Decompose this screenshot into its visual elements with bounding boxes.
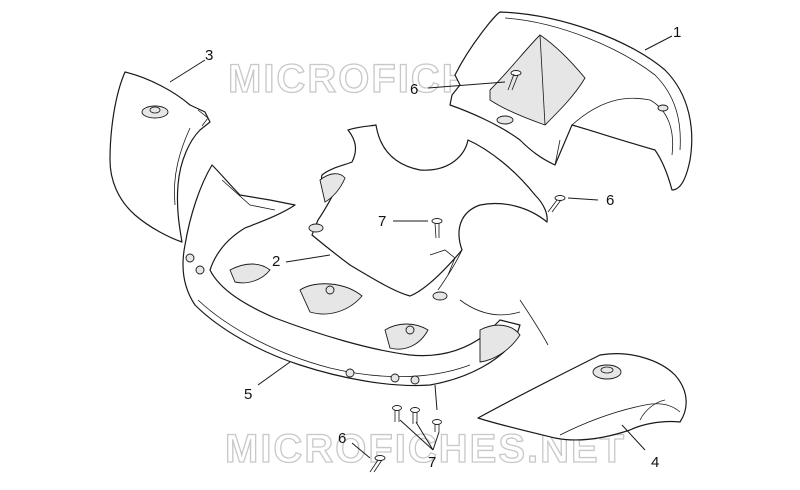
callout-5: 5 (244, 386, 252, 403)
screw-6-right (547, 195, 566, 213)
callout-6-right: 6 (606, 192, 614, 209)
part-1-upper-cover (449, 11, 693, 191)
part-3-left-panel (109, 71, 211, 243)
part-2-center-panel (308, 124, 548, 301)
screw-6-top (507, 70, 522, 91)
part-5-lower-frame (182, 164, 549, 387)
leader-lines (169, 35, 673, 459)
callout-6-top: 6 (410, 81, 418, 98)
callout-7-bottom: 7 (428, 454, 436, 471)
callout-1: 1 (673, 24, 681, 41)
callout-6-bottom: 6 (338, 430, 346, 447)
callout-2: 2 (272, 253, 280, 270)
screw-6-bottom (369, 455, 386, 473)
part-4-lower-trim (477, 353, 687, 441)
callout-3: 3 (205, 47, 213, 64)
screw-7-group (392, 405, 442, 432)
callout-7-center: 7 (378, 213, 386, 230)
screw-7-center (431, 218, 443, 239)
callout-4: 4 (651, 454, 659, 471)
